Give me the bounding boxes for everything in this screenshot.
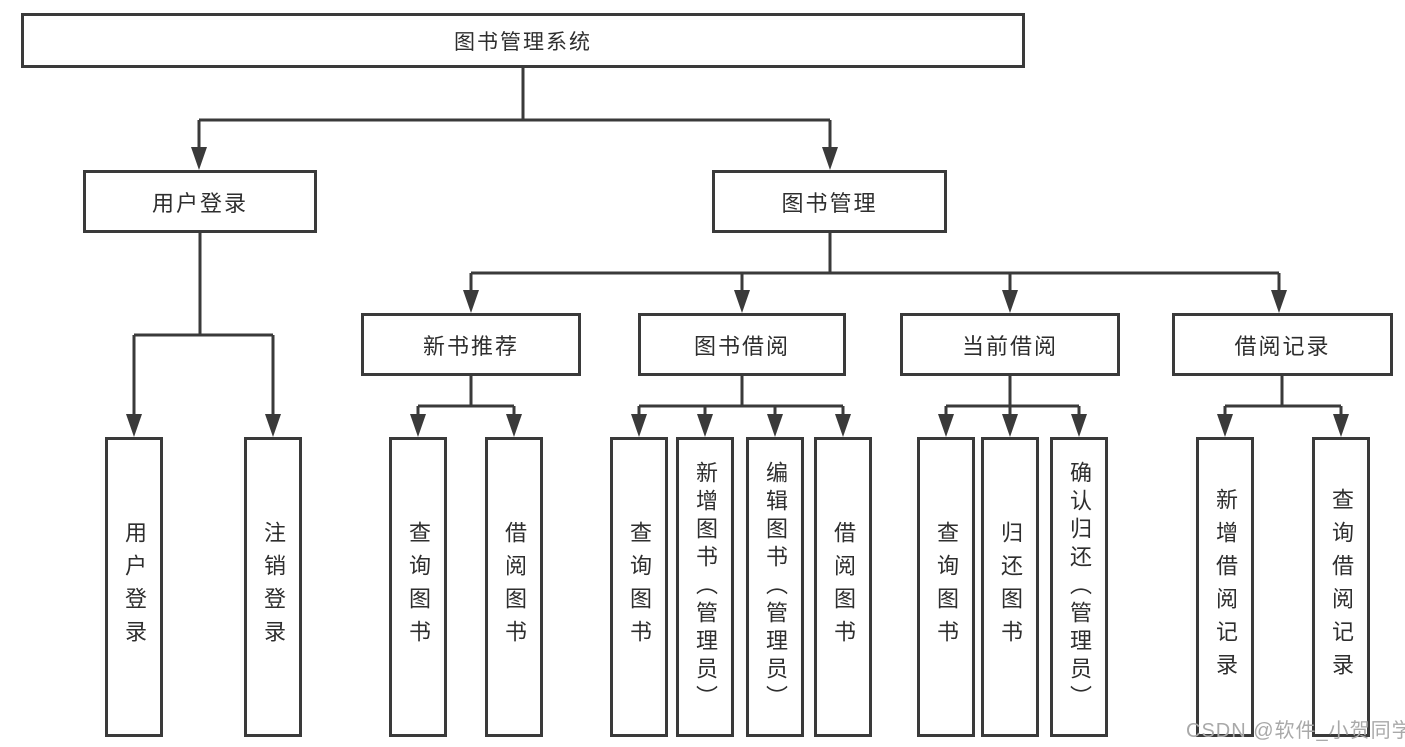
node-label: 图书借阅 [693, 333, 790, 359]
leaf-query-books-borrow: 查询图书 [610, 437, 668, 737]
node-library-management-system: 图书管理系统 [21, 13, 1025, 68]
leaf-borrow-books-recommend: 借阅图书 [485, 437, 543, 737]
leaf-label: 新增图书（管理员） [693, 461, 718, 713]
leaf-label: 用户登录 [122, 521, 147, 653]
node-book-borrowing: 图书借阅 [638, 313, 846, 376]
leaf-label: 注销登录 [261, 521, 286, 653]
leaf-label: 编辑图书（管理员） [763, 461, 788, 713]
leaf-label: 确认归还（管理员） [1067, 461, 1092, 713]
leaf-confirm-return-admin: 确认归还（管理员） [1050, 437, 1108, 737]
leaf-add-borrow-record: 新增借阅记录 [1196, 437, 1254, 737]
leaf-borrow-books: 借阅图书 [814, 437, 872, 737]
node-label: 新书推荐 [422, 333, 519, 359]
leaf-logout: 注销登录 [244, 437, 302, 737]
node-borrowing-records: 借阅记录 [1172, 313, 1393, 376]
leaf-label: 借阅图书 [831, 521, 856, 653]
watermark: CSDN @软件_小贺同学 [1186, 720, 1405, 742]
leaf-user-login: 用户登录 [105, 437, 163, 737]
leaf-edit-books-admin: 编辑图书（管理员） [746, 437, 804, 737]
leaf-query-books-current: 查询图书 [917, 437, 975, 737]
node-label: 借阅记录 [1234, 333, 1331, 359]
node-label: 当前借阅 [961, 333, 1058, 359]
node-current-borrowing: 当前借阅 [900, 313, 1120, 376]
node-label: 图书管理系统 [454, 30, 592, 54]
leaf-label: 查询图书 [627, 521, 652, 653]
leaf-query-books-recommend: 查询图书 [389, 437, 447, 737]
node-label: 用户登录 [151, 190, 248, 216]
node-new-book-recommendation: 新书推荐 [361, 313, 581, 376]
leaf-return-books: 归还图书 [981, 437, 1039, 737]
leaf-label: 新增借阅记录 [1213, 488, 1238, 686]
leaf-label: 查询图书 [934, 521, 959, 653]
node-book-management: 图书管理 [712, 170, 947, 233]
leaf-label: 查询借阅记录 [1329, 488, 1354, 686]
node-user-login: 用户登录 [83, 170, 317, 233]
leaf-add-books-admin: 新增图书（管理员） [676, 437, 734, 737]
leaf-label: 归还图书 [998, 521, 1023, 653]
arrowheads [126, 147, 1349, 437]
leaf-label: 借阅图书 [502, 521, 527, 653]
leaf-label: 查询图书 [406, 521, 431, 653]
node-label: 图书管理 [781, 190, 878, 216]
leaf-query-borrow-record: 查询借阅记录 [1312, 437, 1370, 737]
